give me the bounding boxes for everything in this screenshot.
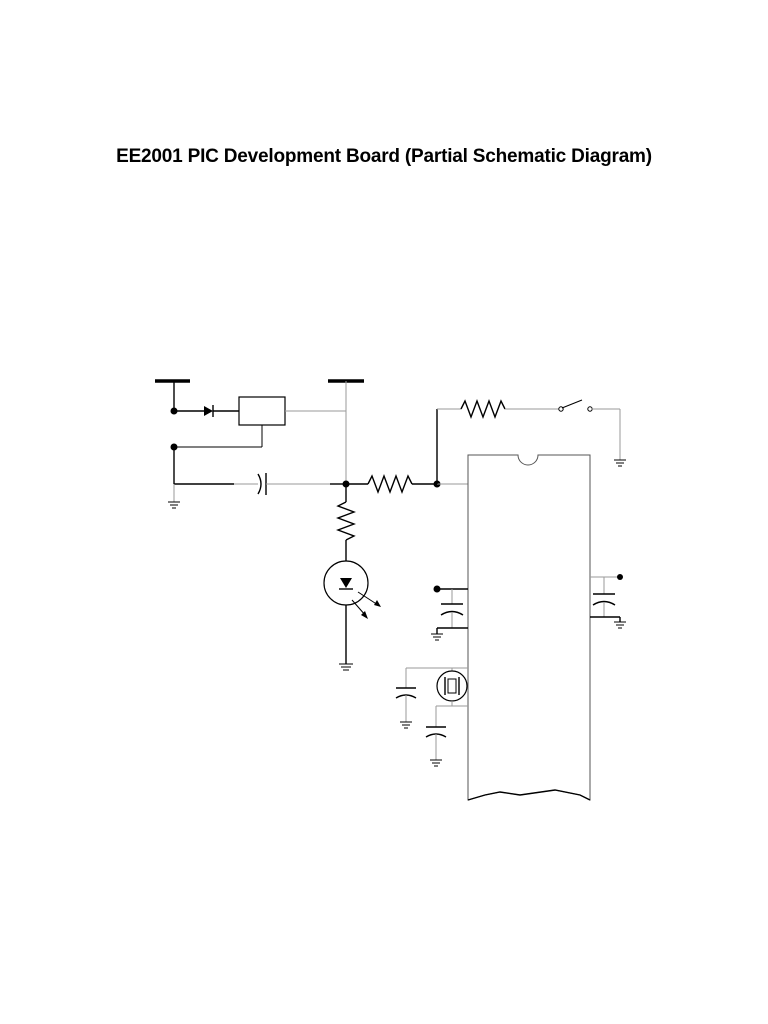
crystal-load-capacitor-2 bbox=[425, 705, 452, 767]
ground-symbol bbox=[431, 633, 443, 641]
power-led bbox=[323, 560, 381, 619]
series-resistor bbox=[346, 474, 468, 494]
ground-symbol bbox=[339, 663, 353, 671]
ground-symbol bbox=[168, 501, 180, 509]
led-resistor bbox=[336, 501, 356, 541]
reset-switch bbox=[558, 399, 593, 412]
ground-symbol bbox=[614, 459, 626, 467]
pic-microcontroller bbox=[467, 454, 591, 801]
ground-symbol bbox=[400, 721, 412, 729]
power-input-connector bbox=[155, 379, 204, 415]
input-ground-return bbox=[168, 443, 234, 509]
ground-symbol bbox=[430, 759, 442, 767]
led-branch bbox=[323, 484, 381, 671]
page-title: EE2001 PIC Development Board (Partial Sc… bbox=[116, 146, 652, 167]
input-diode bbox=[204, 405, 239, 417]
right-decoupling-capacitor bbox=[590, 574, 626, 629]
left-decoupling-capacitor bbox=[431, 585, 468, 641]
reset-circuit bbox=[436, 399, 626, 484]
voltage-regulator bbox=[174, 396, 346, 448]
pullup-resistor bbox=[460, 399, 506, 419]
supply-rail bbox=[328, 379, 364, 488]
ground-symbol bbox=[614, 621, 626, 629]
junction-dot bbox=[617, 574, 623, 580]
coupling-capacitor bbox=[234, 473, 346, 495]
crystal-oscillator bbox=[436, 667, 468, 707]
crystal-load-capacitor-1 bbox=[395, 667, 452, 729]
